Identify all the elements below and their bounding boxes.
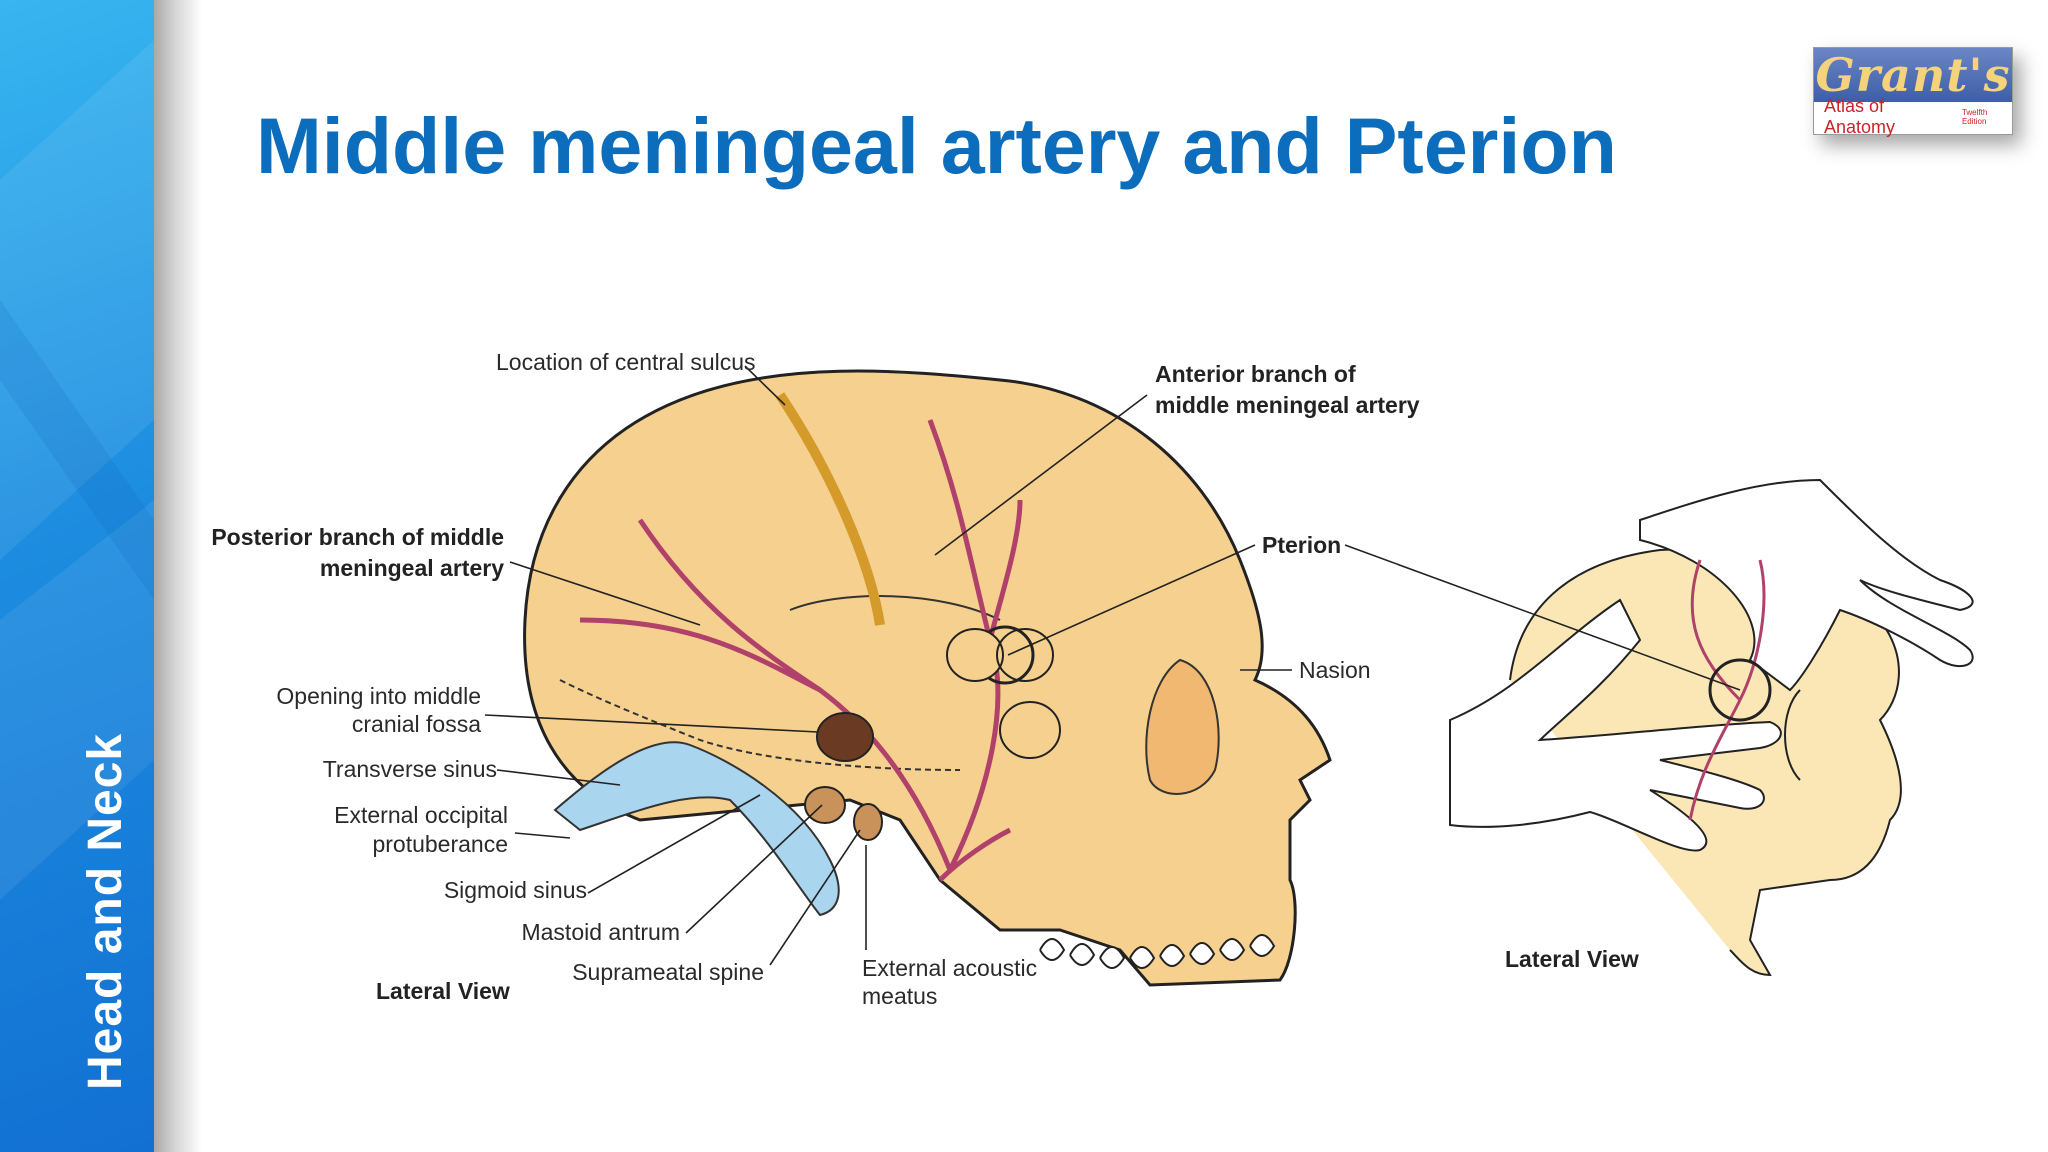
logo-brand: Grant's bbox=[1814, 48, 2012, 102]
leader-lines bbox=[484, 365, 1741, 966]
logo-subtitle: Atlas of Anatomy bbox=[1824, 96, 1896, 137]
label-ext-occipital-line2: protuberance bbox=[372, 831, 508, 857]
label-posterior-branch-line2: meningeal artery bbox=[319, 555, 504, 581]
caption-lateral-view-left: Lateral View bbox=[376, 978, 510, 1004]
skull-left-drawing bbox=[523, 369, 1332, 987]
label-posterior-branch-line1: Posterior branch of middle bbox=[211, 524, 504, 550]
label-pterion: Pterion bbox=[1262, 532, 1342, 558]
label-anterior-branch-line2: middle meningeal artery bbox=[1155, 392, 1420, 418]
sidebar: Head and Neck bbox=[0, 0, 154, 1152]
label-opening-line1: Opening into middle bbox=[276, 683, 481, 709]
sidebar-shadow bbox=[154, 0, 202, 1152]
label-ext-occipital-line1: External occipital bbox=[334, 802, 508, 828]
label-central-sulcus: Location of central sulcus bbox=[496, 349, 756, 375]
label-ext-acoustic-line2: meatus bbox=[862, 983, 938, 1009]
label-ext-acoustic-line1: External acoustic bbox=[862, 955, 1038, 981]
label-suprameatal-spine: Suprameatal spine bbox=[572, 959, 764, 985]
label-sigmoid-sinus: Sigmoid sinus bbox=[443, 877, 587, 903]
label-opening-line2: cranial fossa bbox=[351, 711, 481, 737]
label-mastoid-antrum: Mastoid antrum bbox=[521, 919, 680, 945]
caption-lateral-view-right: Lateral View bbox=[1505, 946, 1639, 972]
head-hands-drawing bbox=[1449, 478, 1974, 977]
logo-edition: Twelfth Edition bbox=[1961, 108, 1988, 126]
sidebar-pattern bbox=[0, 40, 154, 900]
slide-title: Middle meningeal artery and Pterion bbox=[256, 101, 1617, 190]
label-anterior-branch-line1: Anterior branch of bbox=[1155, 361, 1356, 387]
atlas-logo: Grant's Atlas of Anatomy Twelfth Edition bbox=[1813, 47, 2013, 137]
label-transverse-sinus: Transverse sinus bbox=[322, 756, 497, 782]
label-nasion: Nasion bbox=[1299, 657, 1371, 683]
